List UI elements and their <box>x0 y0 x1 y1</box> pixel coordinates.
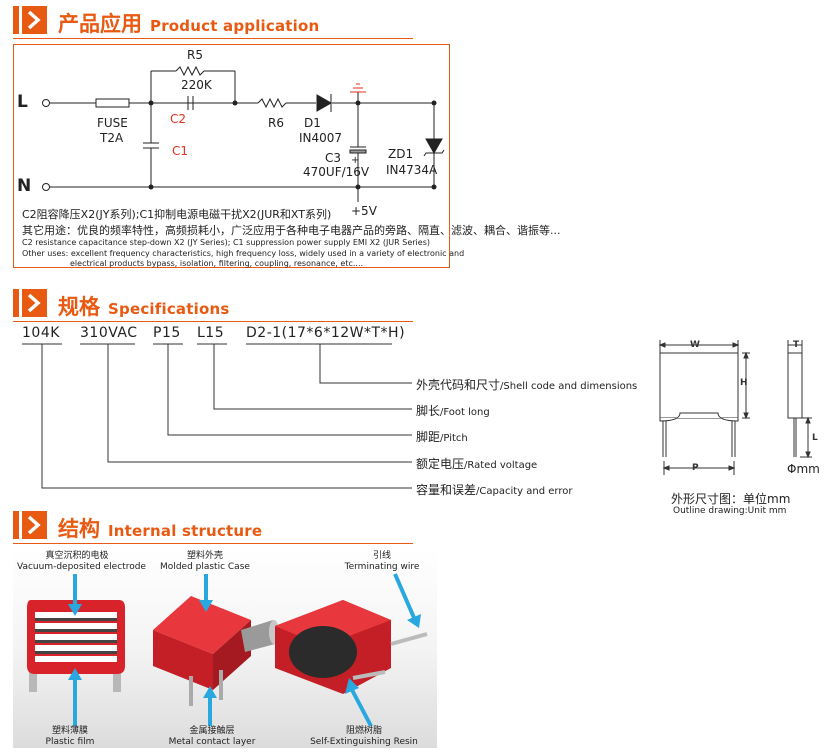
outline-drawing <box>658 340 812 475</box>
caption-zh-1: C2阻容降压X2(JY系列);C1抑制电源电磁干扰X2(JUR和XT系列) <box>22 208 332 221</box>
structure-illustration <box>27 573 428 727</box>
spec-label-pitch: 脚距/Pitch <box>416 430 468 444</box>
capacitor-resin <box>275 600 428 694</box>
output-label: +5V <box>351 204 377 218</box>
outline-caption-zh: 外形尺寸图：单位mm <box>671 492 791 506</box>
r6-label: R6 <box>268 116 284 130</box>
c3-label: C3 <box>325 151 342 165</box>
c1-label: C1 <box>172 144 189 158</box>
dim-w: W <box>690 340 700 350</box>
fuse-value: T2A <box>100 131 124 145</box>
caption-en-2: Other uses: excellent frequency characte… <box>22 249 465 258</box>
capacitor-cutaway <box>27 600 125 692</box>
spec-label-voltage: 额定电压/Rated voltage <box>416 457 538 471</box>
fuse-label: FUSE <box>97 116 128 130</box>
caption-en-1: C2 resistance capacitance step-down X2 (… <box>22 238 430 247</box>
spec-label-foot: 脚长/Foot long <box>416 404 490 418</box>
spec-label-capacity: 容量和误差/Capacity and error <box>416 483 573 497</box>
d1-value: IN4007 <box>299 131 343 145</box>
spec-code-foot: L15 <box>197 325 225 341</box>
dim-h: H <box>740 378 748 388</box>
c3-plus: + <box>351 155 360 166</box>
circuit-frame <box>13 44 450 268</box>
r5-value: 220K <box>181 78 212 92</box>
c2-label: C2 <box>170 112 187 126</box>
dim-phi: Φmm <box>787 462 820 476</box>
terminal-n-label: N <box>17 176 32 196</box>
spec-label-shell: 外壳代码和尺寸/Shell code and dimensions <box>416 378 638 392</box>
zd1-value: IN4734A <box>386 163 438 177</box>
spec-leader-lines <box>22 343 412 489</box>
spec-code-capacity: 104K <box>22 325 60 341</box>
section-underline <box>13 543 413 544</box>
section-icon <box>13 6 47 34</box>
d1-label: D1 <box>304 116 321 130</box>
section-underline <box>13 38 413 39</box>
dim-l: L <box>812 433 818 443</box>
terminal-l-label: L <box>17 92 28 112</box>
circuit-diagram <box>42 65 445 202</box>
section-icon <box>13 289 47 317</box>
dim-p: P <box>692 463 699 473</box>
r5-label: R5 <box>187 48 203 62</box>
capacitor-molded <box>153 596 279 706</box>
dim-t: T <box>793 340 800 350</box>
c3-value: 470UF/16V <box>303 165 370 179</box>
spec-code-voltage: 310VAC <box>80 325 138 341</box>
caption-zh-2: 其它用途：优良的频率特性，高频损耗小，广泛应用于各种电子电器产品的旁路、隔直、滤… <box>22 224 561 237</box>
section-icon <box>13 511 47 539</box>
caption-en-3: electrical products bypass, isolation, f… <box>70 259 364 268</box>
outline-caption-en: Outline drawing:Unit mm <box>673 506 787 516</box>
spec-code-pitch: P15 <box>153 325 181 341</box>
section-underline <box>13 321 413 322</box>
zd1-label: ZD1 <box>388 147 414 161</box>
spec-code-shell: D2-1(17*6*12W*T*H) <box>246 325 406 341</box>
